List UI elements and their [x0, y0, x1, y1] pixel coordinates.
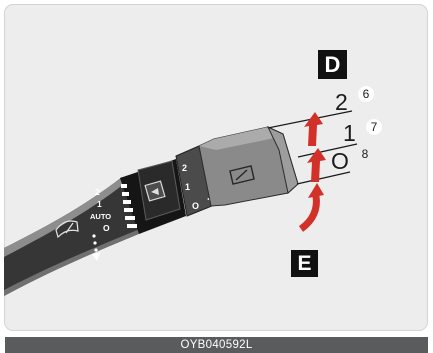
- position-label-o: O: [331, 150, 349, 173]
- position-number-7: 7: [366, 119, 382, 135]
- ring-marking: O: [192, 201, 199, 211]
- ring-marking: 2: [182, 163, 187, 173]
- stalk-marking: 1: [97, 199, 102, 209]
- scale-bar: [122, 192, 129, 196]
- position-label-1: 1: [343, 122, 356, 145]
- position-label-2: 2: [335, 91, 348, 114]
- position-number-6: 6: [358, 86, 374, 102]
- stalk-marking: 2: [95, 187, 100, 197]
- figure-code-bar: OYB040592L: [5, 337, 428, 353]
- scale-bar: [127, 224, 137, 228]
- ring-marking: 1: [185, 182, 190, 192]
- curved-arrow-up-icon: [301, 183, 324, 229]
- scale-bar: [124, 208, 133, 212]
- scale-bar: [125, 216, 135, 220]
- scale-bar: [121, 184, 127, 188]
- stalk-marking: O: [103, 223, 110, 233]
- arrow-up-icon: [307, 148, 326, 182]
- position-number-8: 8: [357, 146, 373, 162]
- stalk-marking: AUTO: [90, 212, 111, 221]
- callout-e: E: [291, 250, 318, 277]
- scale-bar: [123, 200, 131, 204]
- callout-d: D: [318, 50, 347, 79]
- stalk-body: [4, 177, 141, 296]
